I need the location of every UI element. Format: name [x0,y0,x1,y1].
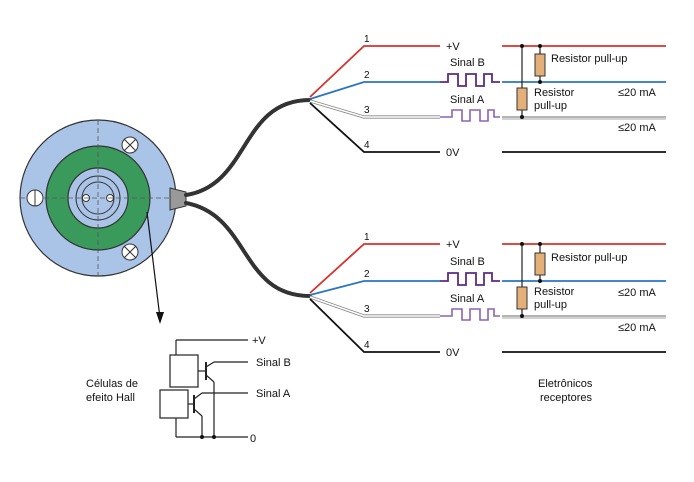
receivers-label-line-1: Eletrônicos [538,378,593,390]
hall-title-line-1: Células de [86,378,138,390]
wire-number-1: 1 [364,34,370,45]
ground-label: 0V [446,347,460,359]
pullup-resistor-a [516,87,528,111]
supply-label: +V [446,239,460,251]
pullup-resistor-b [534,53,546,77]
hall-supply-label: +V [252,335,266,347]
wire-number-1: 1 [364,232,370,243]
pulse-train-b [440,73,500,87]
signal-b-label: Sinal B [450,57,485,69]
hall-ground-label: 0 [250,433,256,445]
signal-b-label: Sinal B [450,256,485,268]
pullup-bottom-label-1: Resistor [534,286,575,298]
pullup-bottom-label-1: Resistor [534,87,575,99]
channel-2: 1 2 3 4 +V 0V Sinal B Sinal A Resistor p… [309,232,666,359]
pullup-bottom-label-2: pull-up [534,100,567,112]
supply-label: +V [446,41,460,53]
receivers-label-line-2: receptores [540,392,592,404]
cable-lower [184,201,312,298]
channel-1: 1 2 3 4 +V 0V Sinal B Sinal A Resistor p… [309,34,666,159]
pullup-resistor-a [516,286,528,310]
signal-a-label: Sinal A [450,94,485,106]
hall-sensor-lower [159,389,189,419]
cable-upper [184,98,312,197]
wire-number-3: 3 [364,105,370,116]
pullup-bottom-label-2: pull-up [534,299,567,311]
pulse-train-a [440,308,500,321]
wire-number-2: 2 [364,269,370,280]
wire-number-3: 3 [364,304,370,315]
signal-a-label: Sinal A [450,293,485,305]
wire-number-4: 4 [364,340,370,351]
mounting-hole-top [121,136,139,154]
current-b-label: ≤20 mA [618,87,656,99]
pullup-top-label: Resistor pull-up [551,252,627,264]
current-a-label: ≤20 mA [618,322,656,334]
pullup-resistor-b [534,252,546,276]
pullup-top-label: Resistor pull-up [551,53,627,65]
hall-signal-b-label: Sinal B [256,357,291,369]
hall-cell-schematic: +V Sinal B Sinal A 0 Células de efeito H… [86,335,291,445]
wire-number-4: 4 [364,140,370,151]
hall-sensor-upper [169,354,199,388]
ground-label: 0V [446,147,460,159]
current-b-label: ≤20 mA [618,287,656,299]
pulse-train-a [440,109,500,122]
mounting-hole-left [26,189,44,207]
hall-cell-pointer [146,211,164,324]
current-a-label: ≤20 mA [618,122,656,134]
mounting-hole-bottom [121,243,139,261]
pulse-train-b [440,272,500,286]
wire-number-2: 2 [364,70,370,81]
hall-title-line-2: efeito Hall [86,392,135,404]
hall-signal-a-label: Sinal A [256,388,291,400]
encoder-body [19,119,187,277]
